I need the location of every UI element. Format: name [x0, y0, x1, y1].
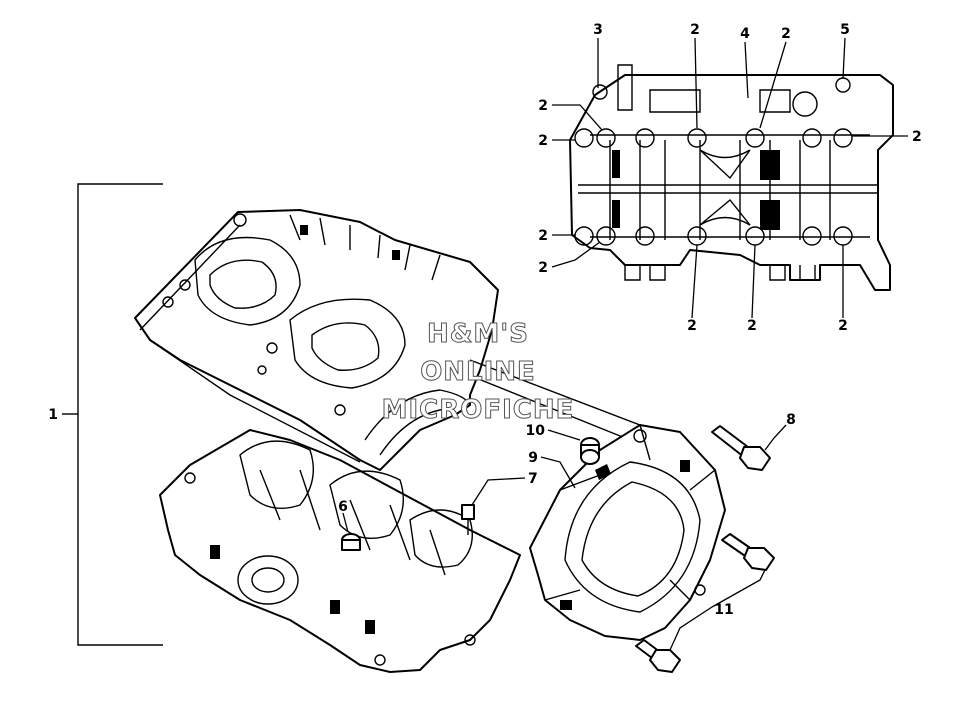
callouts: 1 3 2 4 2 5 2 2 2 2 2 2 2 2 10 9 7 6 8 1…	[48, 22, 922, 618]
watermark-line-2: ONLINE	[420, 357, 536, 387]
callout-8: 8	[786, 412, 796, 428]
callout-6: 6	[338, 499, 348, 515]
callout-2-bottom-a: 2	[687, 318, 697, 334]
callout-3: 3	[593, 22, 603, 38]
callout-2-bottom-b: 2	[747, 318, 757, 334]
callout-2-left-b: 2	[538, 133, 548, 149]
callout-2-left-a: 2	[538, 98, 548, 114]
bolt-holes	[574, 77, 853, 246]
callout-2-left-c: 2	[538, 228, 548, 244]
watermark-line-3: MICROFICHE	[382, 395, 575, 425]
upper-crankcase-half	[134, 209, 641, 471]
watermark: H&M'S ONLINE MICROFICHE	[381, 319, 575, 426]
callout-2-top-a: 2	[690, 22, 700, 38]
callout-11: 11	[714, 602, 733, 618]
housing	[529, 424, 726, 641]
dowel	[580, 437, 600, 465]
leader-lines	[342, 37, 908, 651]
dowel-pin	[341, 533, 361, 551]
fitting	[461, 504, 475, 535]
callout-2-right: 2	[912, 129, 922, 145]
callout-10: 10	[526, 423, 546, 439]
watermark-line-1: H&M'S	[427, 319, 529, 349]
crankcase-underside-view	[569, 64, 894, 291]
callout-2-bottom-c: 2	[838, 318, 848, 334]
assembly-bracket	[62, 183, 163, 646]
lower-crankcase-half	[159, 429, 521, 673]
callout-2-top-b: 2	[781, 26, 791, 42]
bolt	[721, 533, 775, 571]
callout-7: 7	[528, 471, 538, 487]
bolt	[635, 639, 681, 673]
callout-1: 1	[48, 407, 58, 423]
callout-9: 9	[528, 450, 538, 466]
callout-5: 5	[840, 22, 850, 38]
callout-4: 4	[740, 26, 750, 42]
bolt	[711, 425, 771, 471]
callout-2-left-d: 2	[538, 260, 548, 276]
